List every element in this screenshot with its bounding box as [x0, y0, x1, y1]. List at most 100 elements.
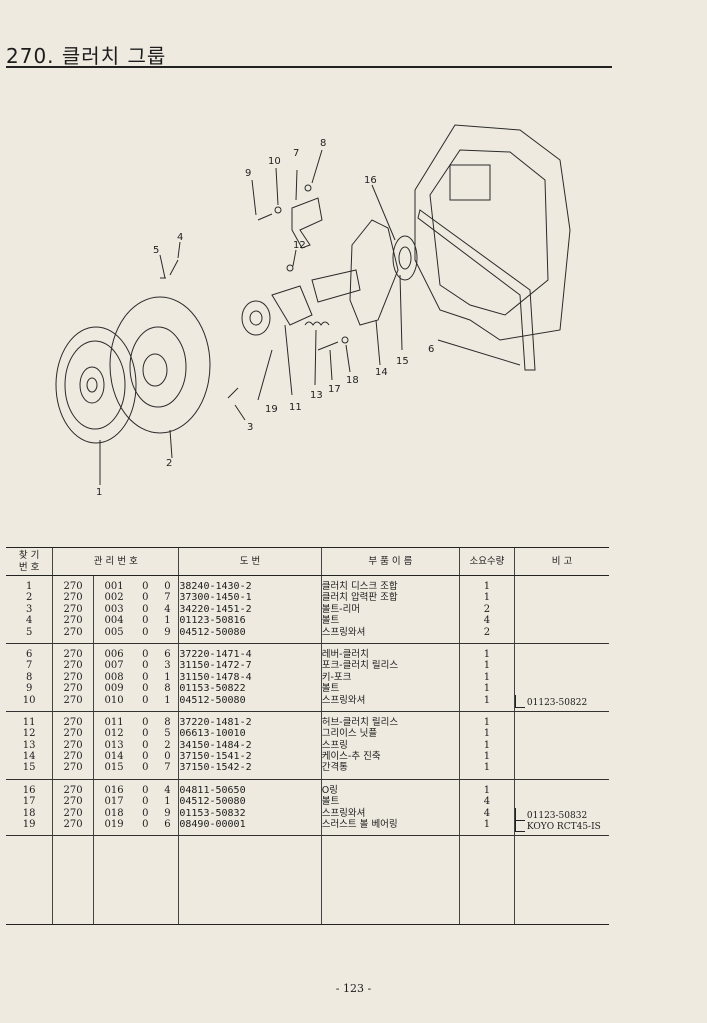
table-cell-line: 7 — [156, 592, 178, 603]
table-cell-line: 1 — [460, 592, 513, 603]
cell-text: 01123-50816 — [179, 615, 246, 627]
table-cell-line: 04512-50080 — [180, 627, 321, 638]
cell-text: 8 — [164, 683, 171, 695]
table-cell-line: 270 — [54, 581, 93, 592]
table-cell-line: 1 — [156, 672, 178, 683]
table-cell-line: 006 — [94, 649, 134, 660]
cell-text: 38240-1430-2 — [179, 581, 252, 592]
table-cell-line: O링 — [322, 785, 459, 796]
page-number: - 123 - — [335, 982, 372, 995]
cell-text: 003 — [104, 603, 124, 615]
cell-text: 11 — [22, 716, 36, 728]
table-cell-line: 19 — [6, 819, 52, 830]
table-cell-line: 1 — [460, 728, 513, 740]
cell-text: 270 — [63, 819, 83, 831]
cell-text: 4 — [164, 784, 171, 796]
callout-5: 5 — [153, 245, 159, 256]
empty-cell — [6, 835, 53, 926]
cell-text: 0 — [142, 728, 149, 740]
cell-text: 270 — [63, 716, 83, 728]
table-cell-line: 0 — [134, 649, 156, 660]
table-cell-line: 14 — [6, 751, 52, 762]
header-mgmt-no: 관 리 번 호 — [52, 547, 179, 576]
cell-text: 0 — [142, 592, 149, 604]
callout-10: 10 — [268, 156, 281, 167]
table-cell-line: 017 — [94, 796, 134, 807]
table-cell-line: 0 — [134, 615, 156, 626]
table-cell-line: 34150-1484-2 — [180, 740, 321, 751]
cell-text: 4 — [483, 807, 491, 819]
cell-text: 1 — [483, 648, 491, 660]
table-cell-line: 11 — [6, 717, 52, 728]
cell-text: 014 — [104, 751, 124, 763]
empty-cell — [320, 835, 460, 926]
empty-cell — [156, 835, 179, 926]
table-cell-line: 0 — [134, 581, 156, 592]
callout-3: 3 — [247, 422, 253, 433]
table-cell-line: 4 — [156, 604, 178, 615]
table-cell-line: 01123-50816 — [179, 615, 321, 627]
cell-text: 7 — [164, 592, 171, 604]
callout-2: 2 — [166, 458, 172, 469]
cell-text: 0 — [142, 762, 149, 774]
table-cell-line: 0 — [134, 785, 156, 796]
cell-text: 1 — [483, 728, 491, 740]
cell-text: 270 — [63, 615, 83, 627]
table-cell-line: 6 — [156, 649, 178, 660]
cell-text: 4 — [25, 615, 33, 627]
cell-text: 1 — [483, 784, 491, 796]
cell-text: 270 — [63, 592, 83, 604]
table-cell-line: 8 — [6, 672, 52, 683]
cell-text: 016 — [104, 784, 124, 796]
empty-cell — [458, 835, 515, 926]
table-cell-line: 키-포크 — [322, 672, 459, 683]
callout-17: 17 — [328, 384, 341, 395]
cell-text: 008 — [104, 671, 124, 683]
cell-text: 01123-50832 — [526, 810, 588, 821]
header-qty: 소요수량 — [458, 547, 515, 576]
cell-text: 볼트 — [321, 683, 340, 695]
table-cell-line: 37150-1542-2 — [180, 762, 321, 773]
table-cell-line: 스프링와셔 — [322, 808, 459, 819]
table-cell-line: 5 — [156, 728, 178, 739]
table-cell-line: 포크-클러치 릴리스 — [322, 660, 459, 671]
table-cell-line: 0 — [134, 740, 156, 751]
table-cell-line: 34220-1451-2 — [180, 604, 321, 615]
cell-text: 4 — [164, 603, 171, 615]
cell-text: 0 — [142, 751, 149, 763]
cell-text: 스프링 — [321, 739, 348, 751]
cell-text: 270 — [63, 796, 83, 808]
table-cell-line: 04512-50080 — [180, 796, 321, 807]
cell-text: 31150-1478-4 — [179, 671, 252, 683]
cell-text: 레버-클러치 — [321, 648, 369, 660]
table-cell-line: 1 — [460, 751, 513, 762]
cell-text: 270 — [63, 683, 83, 695]
cell-text: 키-포크 — [321, 671, 352, 683]
table-cell-line: 270 — [54, 819, 93, 831]
cell-text: 04512-50080 — [179, 694, 246, 706]
cell-text: 1 — [164, 694, 171, 706]
table-cell-line: 8 — [156, 683, 178, 694]
cell-text: 9 — [25, 683, 33, 695]
cell-text: 37300-1450-1 — [179, 592, 252, 604]
cell-text: 1 — [483, 762, 491, 774]
cell-text: 6 — [164, 819, 171, 831]
table-cell-line: 2 — [460, 627, 513, 638]
table-cell-line: 0 — [134, 604, 156, 615]
cell-text: 4 — [483, 796, 491, 808]
table-cell-line: 007 — [94, 660, 134, 671]
table-cell-line: 3 — [156, 660, 178, 671]
table-cell-line: 0 — [134, 808, 156, 819]
cell-text: 012 — [104, 728, 124, 740]
cell-text: 006 — [104, 648, 124, 660]
table-cell-line: 0 — [134, 672, 156, 683]
table-cell-line: 270 — [54, 716, 93, 728]
cell-text: 270 — [63, 784, 83, 796]
